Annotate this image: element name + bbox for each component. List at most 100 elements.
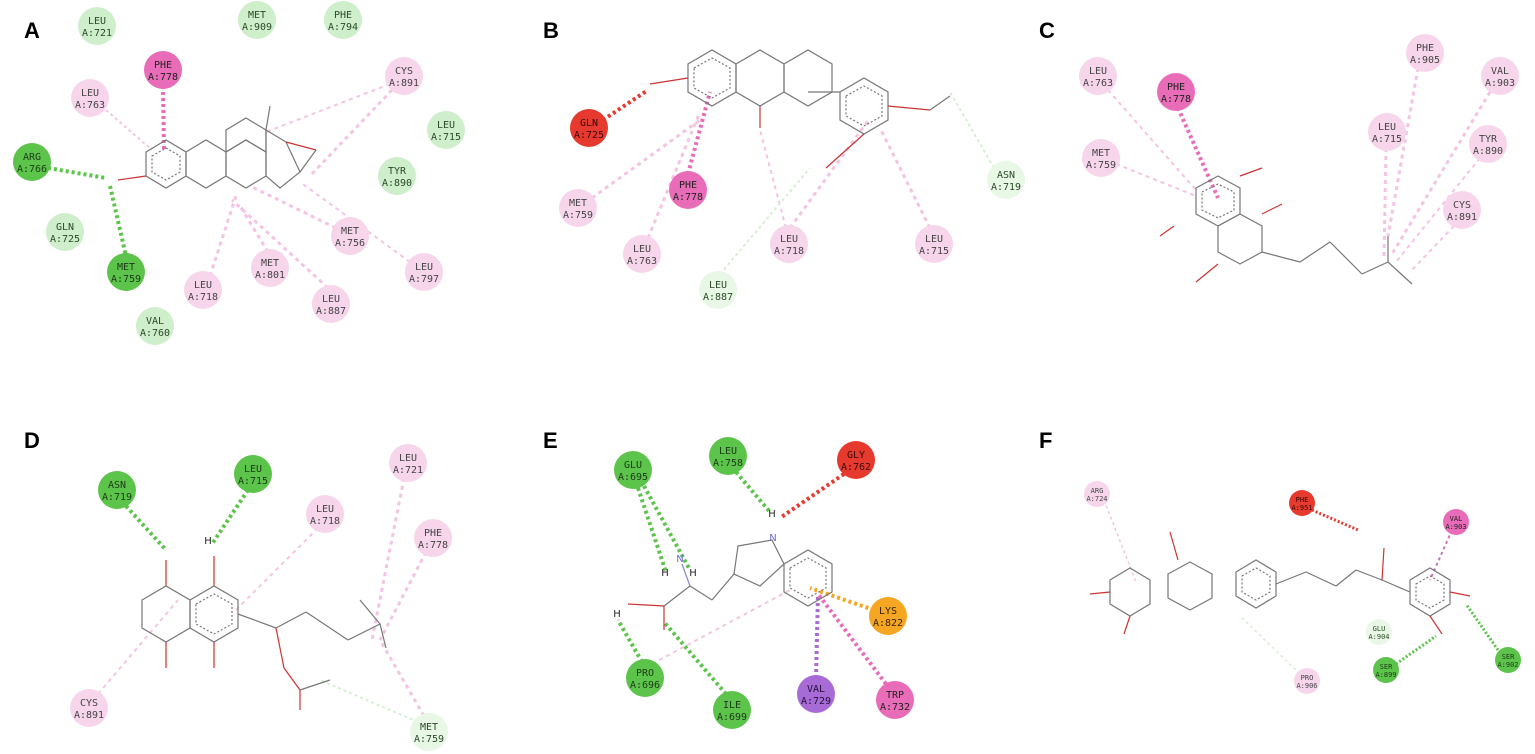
residue-name: LEU — [925, 234, 943, 245]
residue-name: VAL — [1450, 515, 1463, 523]
residue-name: LEU — [81, 88, 99, 99]
residue-circle — [107, 253, 145, 291]
residue-circle — [699, 271, 737, 309]
residue-name: MET — [248, 10, 266, 21]
residue-id: A:729 — [801, 696, 831, 707]
residue-circle — [1469, 125, 1507, 163]
residue-circle — [876, 681, 914, 719]
residue-circle — [915, 225, 953, 263]
residue-id: A:718 — [310, 516, 340, 527]
residue-id: A:887 — [703, 292, 733, 303]
residue-name: GLU — [624, 460, 642, 471]
residue-id: A:890 — [382, 178, 412, 189]
residue-id: A:906 — [1296, 682, 1317, 690]
residue-name: MET — [569, 198, 587, 209]
residue-circle — [1495, 647, 1521, 673]
residue-id: A:801 — [255, 270, 285, 281]
residue-id: A:759 — [111, 274, 141, 285]
atom-label: H — [689, 568, 697, 579]
residue-circle — [1481, 57, 1519, 95]
panel-letter-f: F — [1039, 428, 1052, 453]
residue-id: A:909 — [242, 22, 272, 33]
residue-id: A:725 — [574, 130, 604, 141]
residue-name: ARG — [23, 152, 41, 163]
residue-id: A:715 — [431, 132, 461, 143]
residue-name: LEU — [415, 262, 433, 273]
residue-name: MET — [420, 722, 438, 733]
residue-circle — [626, 659, 664, 697]
residue-id: A:903 — [1485, 78, 1515, 89]
residue-circle — [669, 171, 707, 209]
residue-id: A:891 — [74, 710, 104, 721]
atom-label: N — [769, 533, 776, 544]
residue-circle — [837, 441, 875, 479]
residue-name: SER — [1502, 653, 1515, 661]
panel-letter-c: C — [1039, 18, 1055, 43]
residue-id: A:891 — [389, 78, 419, 89]
residue-circle — [410, 713, 448, 751]
residue-circle — [1294, 668, 1320, 694]
residue-id: A:724 — [1086, 495, 1107, 503]
residue-circle — [70, 689, 108, 727]
residue-name: LEU — [1378, 122, 1396, 133]
residue-id: A:725 — [50, 234, 80, 245]
residue-name: LEU — [780, 234, 798, 245]
residue-id: A:721 — [82, 28, 112, 39]
residue-id: A:766 — [17, 164, 47, 175]
residue-id: A:891 — [1447, 212, 1477, 223]
residue-id: A:759 — [1086, 160, 1116, 171]
residue-name: VAL — [807, 684, 825, 695]
residue-circle — [184, 271, 222, 309]
residue-name: LEU — [719, 446, 737, 457]
atom-label: H — [204, 536, 212, 547]
residue-circle — [78, 7, 116, 45]
residue-circle — [623, 235, 661, 273]
residue-id: A:715 — [238, 476, 268, 487]
residue-name: CYS — [1453, 200, 1471, 211]
residue-id: A:887 — [316, 306, 346, 317]
residue-name: ILE — [723, 700, 741, 711]
residue-id: A:760 — [140, 328, 170, 339]
residue-circle — [1406, 34, 1444, 72]
residue-circle — [1289, 490, 1315, 516]
residue-id: A:763 — [1083, 78, 1113, 89]
residue-circle — [559, 189, 597, 227]
residue-name: PRO — [636, 668, 654, 679]
residue-circle — [1368, 113, 1406, 151]
residue-circle — [1366, 619, 1392, 645]
atom-label: H — [768, 509, 776, 520]
residue-name: PHE — [679, 180, 697, 191]
residue-circle — [1079, 57, 1117, 95]
residue-name: PHE — [1416, 43, 1434, 54]
residue-circle — [331, 217, 369, 255]
residue-circle — [306, 495, 344, 533]
residue-name: CYS — [80, 698, 98, 709]
residue-name: PHE — [334, 10, 352, 21]
